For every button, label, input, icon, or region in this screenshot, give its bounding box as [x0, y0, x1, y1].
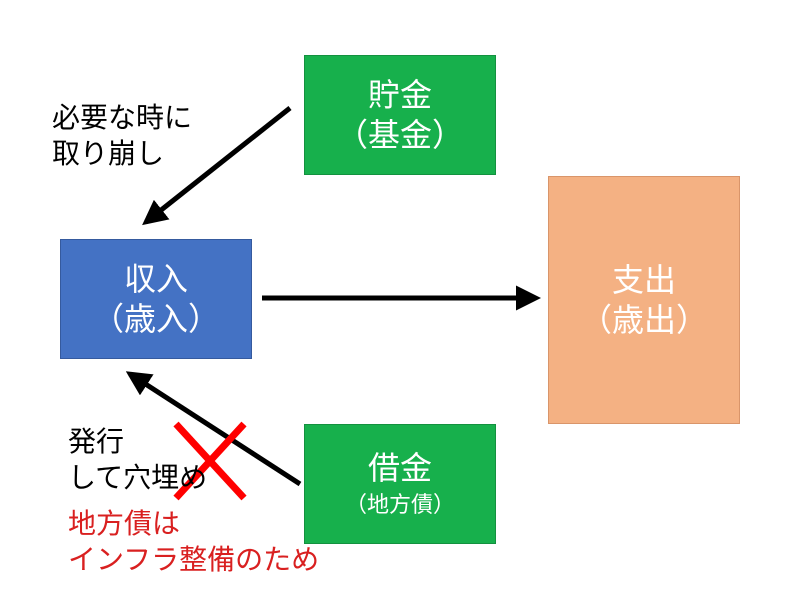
savings-subtitle: （基金） [335, 116, 464, 154]
withdraw-note-line-2: 取り崩し [52, 137, 165, 171]
revenue-box: 収入 （歳入） [60, 239, 252, 359]
savings-box: 貯金 （基金） [304, 55, 496, 175]
revenue-subtitle: （歳入） [91, 300, 220, 338]
debt-subtitle: （地方債） [344, 493, 455, 519]
withdraw-note-line-1: 必要な時に [52, 101, 193, 134]
infra-note-line-1: 地方債は [68, 507, 181, 540]
revenue-title: 収入 [123, 260, 188, 298]
infra-note-line-2: インフラ整備のため [68, 543, 320, 577]
debt-box: 借金 （地方債） [304, 424, 496, 544]
expense-title: 支出 [611, 261, 676, 299]
arrow-savings-to-revenue [142, 106, 292, 226]
savings-title: 貯金 [367, 76, 432, 114]
debt-title: 借金 [367, 449, 432, 488]
issue-note-line-2: して穴埋め [68, 461, 208, 495]
infra-note: 地方債は インフラ整備のため [68, 506, 319, 579]
cross-mark-stroke-2 [173, 421, 247, 501]
issue-note: 発行 して穴埋め [68, 424, 207, 497]
withdraw-note: 必要な時に 取り崩し [52, 100, 192, 173]
issue-note-line-1: 発行 [68, 425, 125, 458]
arrow-debt-to-revenue [125, 371, 302, 487]
expense-box: 支出 （歳出） [548, 176, 740, 424]
expense-subtitle: （歳出） [579, 301, 708, 339]
